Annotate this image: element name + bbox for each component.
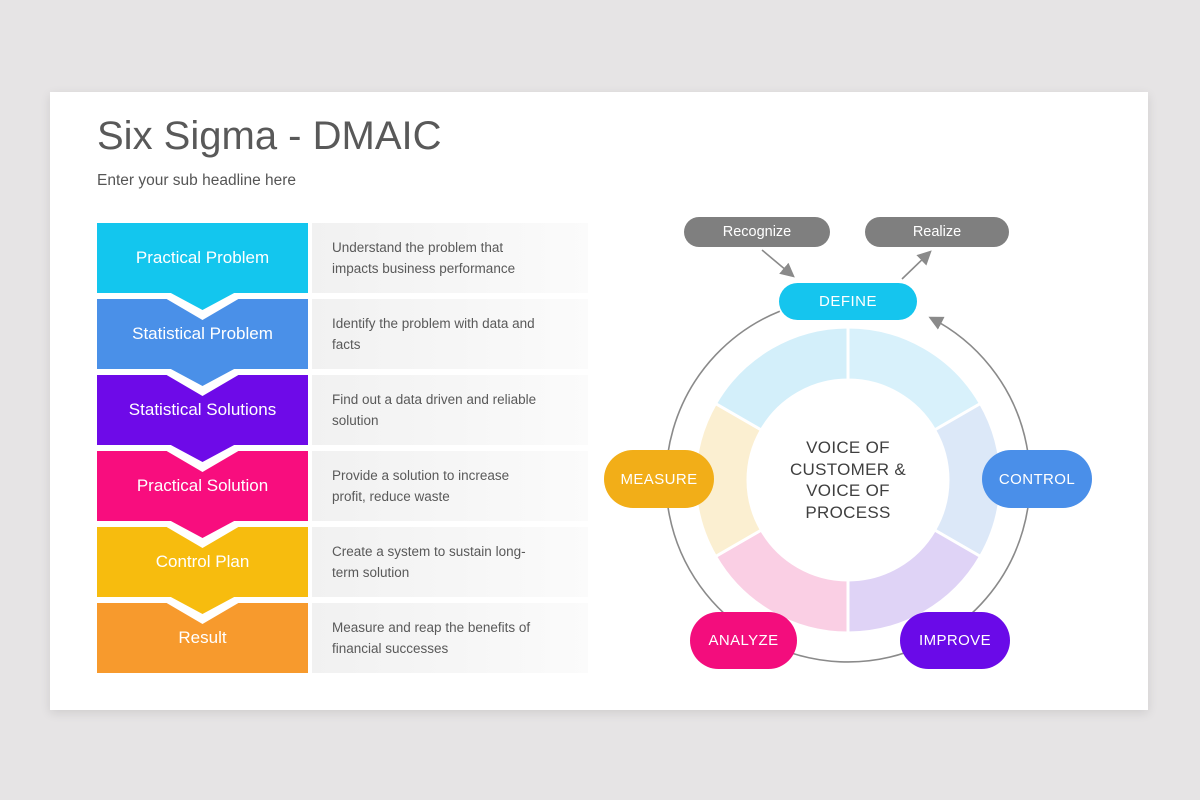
process-desc-statistical-solutions: Find out a data driven and reliable solu… xyxy=(312,375,588,445)
process-step-label: Statistical Problem xyxy=(132,324,273,343)
page-title: Six Sigma - DMAIC xyxy=(97,114,442,158)
process-step-label: Practical Solution xyxy=(136,476,269,495)
process-step-label: Control Plan xyxy=(155,552,250,571)
control-label: CONTROL xyxy=(998,470,1076,488)
improve-label: IMPROVE xyxy=(919,632,991,649)
cycle-arrow-circle xyxy=(665,310,1031,663)
voice-of-customer-text: VOICE OF CUSTOMER & VOICE OF PROCESS xyxy=(789,438,907,522)
measure-label: MEASURE xyxy=(620,470,698,488)
process-desc-practical-solution: Provide a solution to increase profit, r… xyxy=(312,451,588,521)
process-desc-control-plan: Create a system to sustain long- term so… xyxy=(312,527,588,597)
process-step-label: Result xyxy=(178,628,227,647)
define-label: DEFINE xyxy=(818,293,877,310)
recognize-label: Recognize xyxy=(722,224,792,240)
realize-pill: Realize xyxy=(865,217,1009,247)
control-pill: CONTROL xyxy=(982,450,1092,508)
recognize-to-define-arrow xyxy=(761,249,795,278)
process-step-label: Practical Problem xyxy=(135,248,270,267)
define-to-realize-arrow xyxy=(901,250,932,280)
measure-pill: MEASURE xyxy=(604,450,714,508)
improve-pill: IMPROVE xyxy=(900,612,1010,669)
donut-segment-top-left xyxy=(713,325,850,433)
analyze-pill: ANALYZE xyxy=(690,612,797,669)
analyze-label: ANALYZE xyxy=(708,632,779,649)
realize-label: Realize xyxy=(912,224,962,240)
process-step-label: Statistical Solutions xyxy=(128,400,277,419)
recognize-pill: Recognize xyxy=(684,217,830,247)
define-pill: DEFINE xyxy=(779,283,917,320)
process-desc-result: Measure and reap the benefits of financi… xyxy=(312,603,588,673)
dmaic-cycle-svg xyxy=(665,249,1031,663)
process-desc-statistical-problem: Identify the problem with data and facts xyxy=(312,299,588,369)
page-subtitle: Enter your sub headline here xyxy=(97,172,297,189)
process-desc-practical-problem: Understand the problem that impacts busi… xyxy=(312,223,588,293)
